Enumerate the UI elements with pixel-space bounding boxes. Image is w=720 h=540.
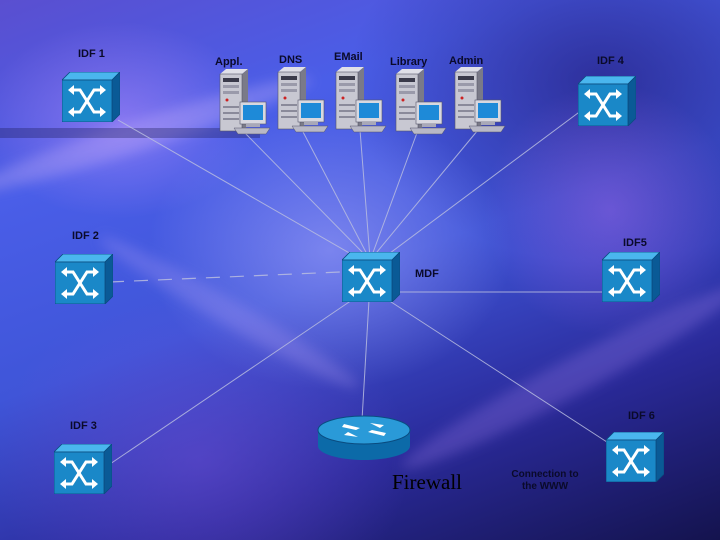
idf1-label: IDF 1 <box>78 48 105 60</box>
idf5-label: IDF5 <box>623 237 647 249</box>
www-connection-label: Connection to the WWW <box>500 469 590 493</box>
link-dns-mdf <box>301 129 370 259</box>
link-appl-mdf <box>241 129 369 259</box>
www-line-1: Connection to <box>511 469 579 480</box>
switch-x-arrows-icon <box>62 72 120 122</box>
server-email[interactable] <box>334 66 388 138</box>
server-label-admin: Admin <box>449 55 484 67</box>
server-label-library: Library <box>390 56 428 68</box>
switch-x-arrows-icon <box>342 252 400 302</box>
server-workstation-icon <box>276 67 330 142</box>
server-workstation-icon <box>394 69 448 144</box>
idf2-label: IDF 2 <box>72 230 99 242</box>
server-appl[interactable] <box>218 68 272 140</box>
switch-x-arrows-icon <box>55 254 113 304</box>
idf4-switch[interactable] <box>578 76 636 126</box>
link-email-mdf <box>359 129 371 259</box>
link-library-mdf <box>370 129 419 259</box>
link-mdf-firewall <box>361 299 370 421</box>
link-mdf-idf6 <box>384 297 611 445</box>
background-band <box>0 128 260 138</box>
idf4-label: IDF 4 <box>597 55 624 67</box>
router-arrows-icon <box>317 415 411 460</box>
server-label-appl: Appl. <box>215 56 243 68</box>
link-admin-mdf <box>371 129 479 259</box>
idf2-switch[interactable] <box>55 254 113 304</box>
mdf-label: MDF <box>415 268 439 280</box>
server-library[interactable] <box>394 68 448 140</box>
idf5-switch[interactable] <box>602 252 660 302</box>
server-workstation-icon <box>218 69 272 144</box>
mdf-switch[interactable] <box>342 252 400 302</box>
server-admin[interactable] <box>453 66 507 138</box>
link-mdf-idf3 <box>109 297 356 465</box>
idf1-switch[interactable] <box>62 72 120 122</box>
server-dns[interactable] <box>276 66 330 138</box>
server-label-dns: DNS <box>279 54 303 66</box>
link-idf4-mdf <box>377 109 583 263</box>
idf3-switch[interactable] <box>54 444 112 494</box>
firewall-label: Firewall <box>392 470 462 494</box>
switch-x-arrows-icon <box>606 432 664 482</box>
link-idf1-mdf <box>117 119 366 263</box>
switch-x-arrows-icon <box>578 76 636 126</box>
switch-x-arrows-icon <box>54 444 112 494</box>
server-workstation-icon <box>453 67 507 142</box>
server-label-email: EMail <box>334 51 363 63</box>
link-idf2-mdf <box>109 271 341 283</box>
switch-x-arrows-icon <box>602 252 660 302</box>
firewall-router[interactable] <box>316 414 412 462</box>
idf6-label: IDF 6 <box>628 410 655 422</box>
server-workstation-icon <box>334 67 388 142</box>
idf3-label: IDF 3 <box>70 420 97 432</box>
www-line-2: the WWW <box>521 481 569 492</box>
idf6-switch[interactable] <box>606 432 664 482</box>
